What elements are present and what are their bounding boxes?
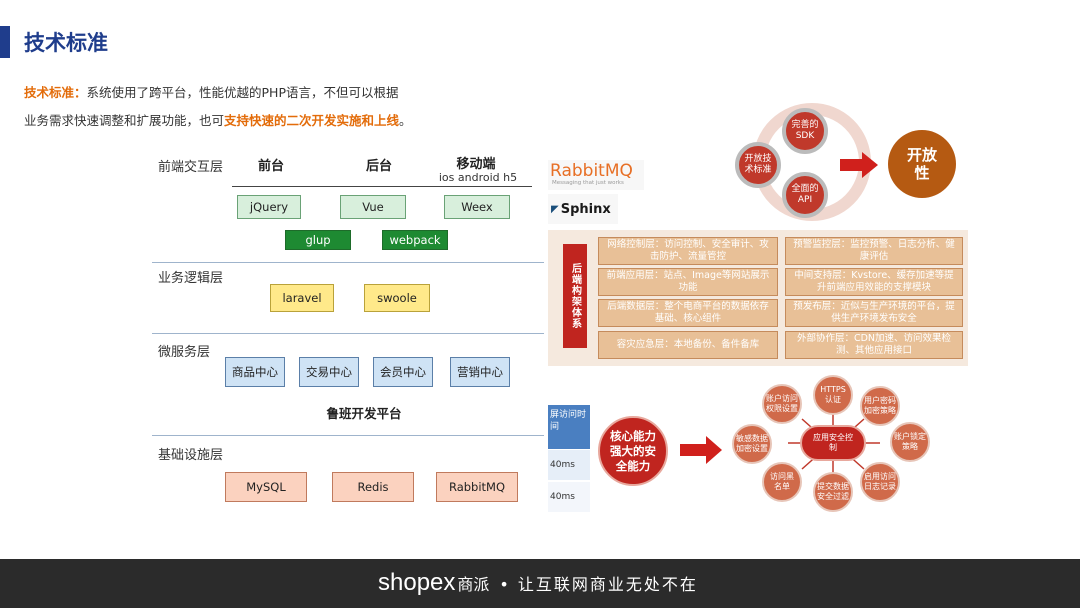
- circle-api-label: 全面的API: [791, 184, 819, 205]
- security-node-lock: 账户锁定策略: [890, 422, 930, 462]
- box-product-center: 商品中心: [225, 357, 285, 387]
- box-glup: glup: [285, 230, 351, 250]
- backend-system-label: 后端构架体系: [563, 244, 587, 348]
- box-webpack: webpack: [382, 230, 448, 250]
- security-node-sensitive-label: 敏感数据加密设置: [736, 434, 768, 453]
- footer-slogan: • 让互联网商业无处不在: [499, 575, 698, 594]
- backend-item-8: 外部协作层：CDN加速、访问效果检测、其他应用接口: [785, 331, 963, 359]
- col-head-front: 前台: [257, 159, 284, 174]
- box-marketing-center: 营销中心: [450, 357, 510, 387]
- layer-label-micro: 微服务层: [158, 345, 211, 360]
- sphinx-logo-text: Sphinx: [560, 201, 611, 217]
- openness-result: 开放性: [888, 130, 956, 198]
- security-node-permission: 账户访问权限设置: [762, 384, 802, 424]
- circle-sdk-label: 完善的SDK: [791, 120, 819, 141]
- box-jquery: jQuery: [237, 195, 301, 219]
- security-node-filter-label: 提交数据安全过滤: [817, 482, 849, 501]
- security-node-lock-label: 账户锁定策略: [894, 432, 926, 451]
- description-highlight: 支持快速的二次开发实施和上线: [224, 113, 400, 128]
- circle-sdk: 完善的SDK: [782, 108, 828, 154]
- backend-item-5: 后端数据层：整个电商平台的数据依存基础、核心组件: [598, 299, 778, 327]
- circle-api: 全面的API: [782, 172, 828, 218]
- backend-item-6: 预发布层：近似与生产环境的平台，提供生产环境发布安全: [785, 299, 963, 327]
- core-security-circle: 核心能力强大的安全能力: [598, 416, 668, 486]
- security-center-label: 应用安全控制: [813, 433, 853, 452]
- description-end: 。: [399, 113, 412, 128]
- description-line-2: 业务需求快速调整和扩展功能，也可支持快速的二次开发实施和上线。: [24, 110, 412, 129]
- box-laravel: laravel: [270, 284, 334, 312]
- security-node-sensitive: 敏感数据加密设置: [732, 424, 772, 464]
- description-line-1: 技术标准：系统使用了跨平台，性能优越的PHP语言，不但可以根据: [24, 82, 399, 101]
- arrow-right-icon-2: [680, 436, 722, 464]
- openness-result-label: 开放性: [906, 146, 937, 182]
- description-text: 系统使用了跨平台，性能优越的PHP语言，不但可以根据: [86, 85, 399, 100]
- layer-divider-3: [152, 435, 544, 436]
- footer-brand: shopex 商派 • 让互联网商业无处不在: [378, 569, 698, 597]
- rabbitmq-logo-text: RabbitMQ: [550, 161, 633, 181]
- footer-bar: shopex 商派 • 让互联网商业无处不在: [0, 559, 1080, 608]
- platform-label: 鲁班开发平台: [326, 406, 402, 421]
- box-redis: Redis: [332, 472, 414, 502]
- arrow-right-icon: [840, 152, 878, 178]
- footer-brand-cn: 商派: [457, 575, 490, 594]
- security-node-https-label: HTTPS认证: [820, 385, 846, 404]
- box-swoole: swoole: [364, 284, 430, 312]
- box-mysql: MySQL: [225, 472, 307, 502]
- box-member-center: 会员中心: [373, 357, 433, 387]
- core-security-label: 核心能力强大的安全能力: [610, 428, 656, 473]
- circle-open-standard-label: 开放技术标准: [744, 154, 772, 175]
- layer-label-infra: 基础设施层: [158, 448, 224, 463]
- response-table-header: 屏访问时间: [548, 405, 590, 449]
- box-vue: Vue: [340, 195, 406, 219]
- mobile-subtitle: ios android h5: [438, 171, 518, 184]
- security-node-log: 启用访问日志记录: [860, 462, 900, 502]
- security-node-blacklist: 访问黑名单: [762, 462, 802, 502]
- box-rabbitmq: RabbitMQ: [436, 472, 518, 502]
- box-trade-center: 交易中心: [299, 357, 359, 387]
- response-table-row-1: 40ms: [548, 450, 590, 480]
- box-weex: Weex: [444, 195, 510, 219]
- security-node-password: 用户密码加密策略: [860, 386, 900, 426]
- backend-item-2: 预警监控层：监控预警、日志分析、健康评估: [785, 237, 963, 265]
- description-prefix: 技术标准：: [24, 85, 87, 100]
- backend-item-1: 网络控制层：访问控制、安全审计、攻击防护、流量管控: [598, 237, 778, 265]
- page-title: 技术标准: [24, 31, 108, 55]
- col-head-back: 后台: [365, 159, 392, 174]
- layer-divider-2: [152, 333, 544, 334]
- security-node-log-label: 启用访问日志记录: [864, 472, 896, 491]
- backend-item-3: 前端应用层：站点、Image等网站展示功能: [598, 268, 778, 296]
- rabbitmq-logo: RabbitMQ Messaging that just works: [548, 160, 644, 190]
- security-node-password-label: 用户密码加密策略: [864, 396, 896, 415]
- layer-divider-1: [152, 262, 544, 263]
- layer-label-business: 业务逻辑层: [158, 271, 224, 286]
- security-node-blacklist-label: 访问黑名单: [770, 472, 794, 491]
- sphinx-icon: ◤: [551, 203, 559, 215]
- security-center-node: 应用安全控制: [800, 425, 866, 461]
- rabbitmq-logo-sub: Messaging that just works: [552, 180, 624, 186]
- frontend-divider: [232, 186, 532, 187]
- security-node-https: HTTPS认证: [813, 375, 853, 415]
- footer-brand-logo: shopex: [378, 569, 456, 596]
- col-head-mobile: 移动端: [456, 157, 496, 172]
- circle-open-standard: 开放技术标准: [735, 142, 781, 188]
- backend-item-7: 容灾应急层：本地备份、备件备库: [598, 331, 778, 359]
- description-text-2: 业务需求快速调整和扩展功能，也可: [24, 113, 225, 128]
- backend-item-4: 中间支持层：Kvstore、缓存加速等提升前端应用效能的支撑模块: [785, 268, 963, 296]
- layer-label-frontend: 前端交互层: [158, 160, 224, 175]
- header-accent-bar: [0, 26, 10, 58]
- sphinx-logo: ◤ Sphinx: [548, 194, 618, 224]
- response-table-row-2: 40ms: [548, 482, 590, 512]
- security-node-filter: 提交数据安全过滤: [813, 472, 853, 512]
- security-node-permission-label: 账户访问权限设置: [766, 394, 798, 413]
